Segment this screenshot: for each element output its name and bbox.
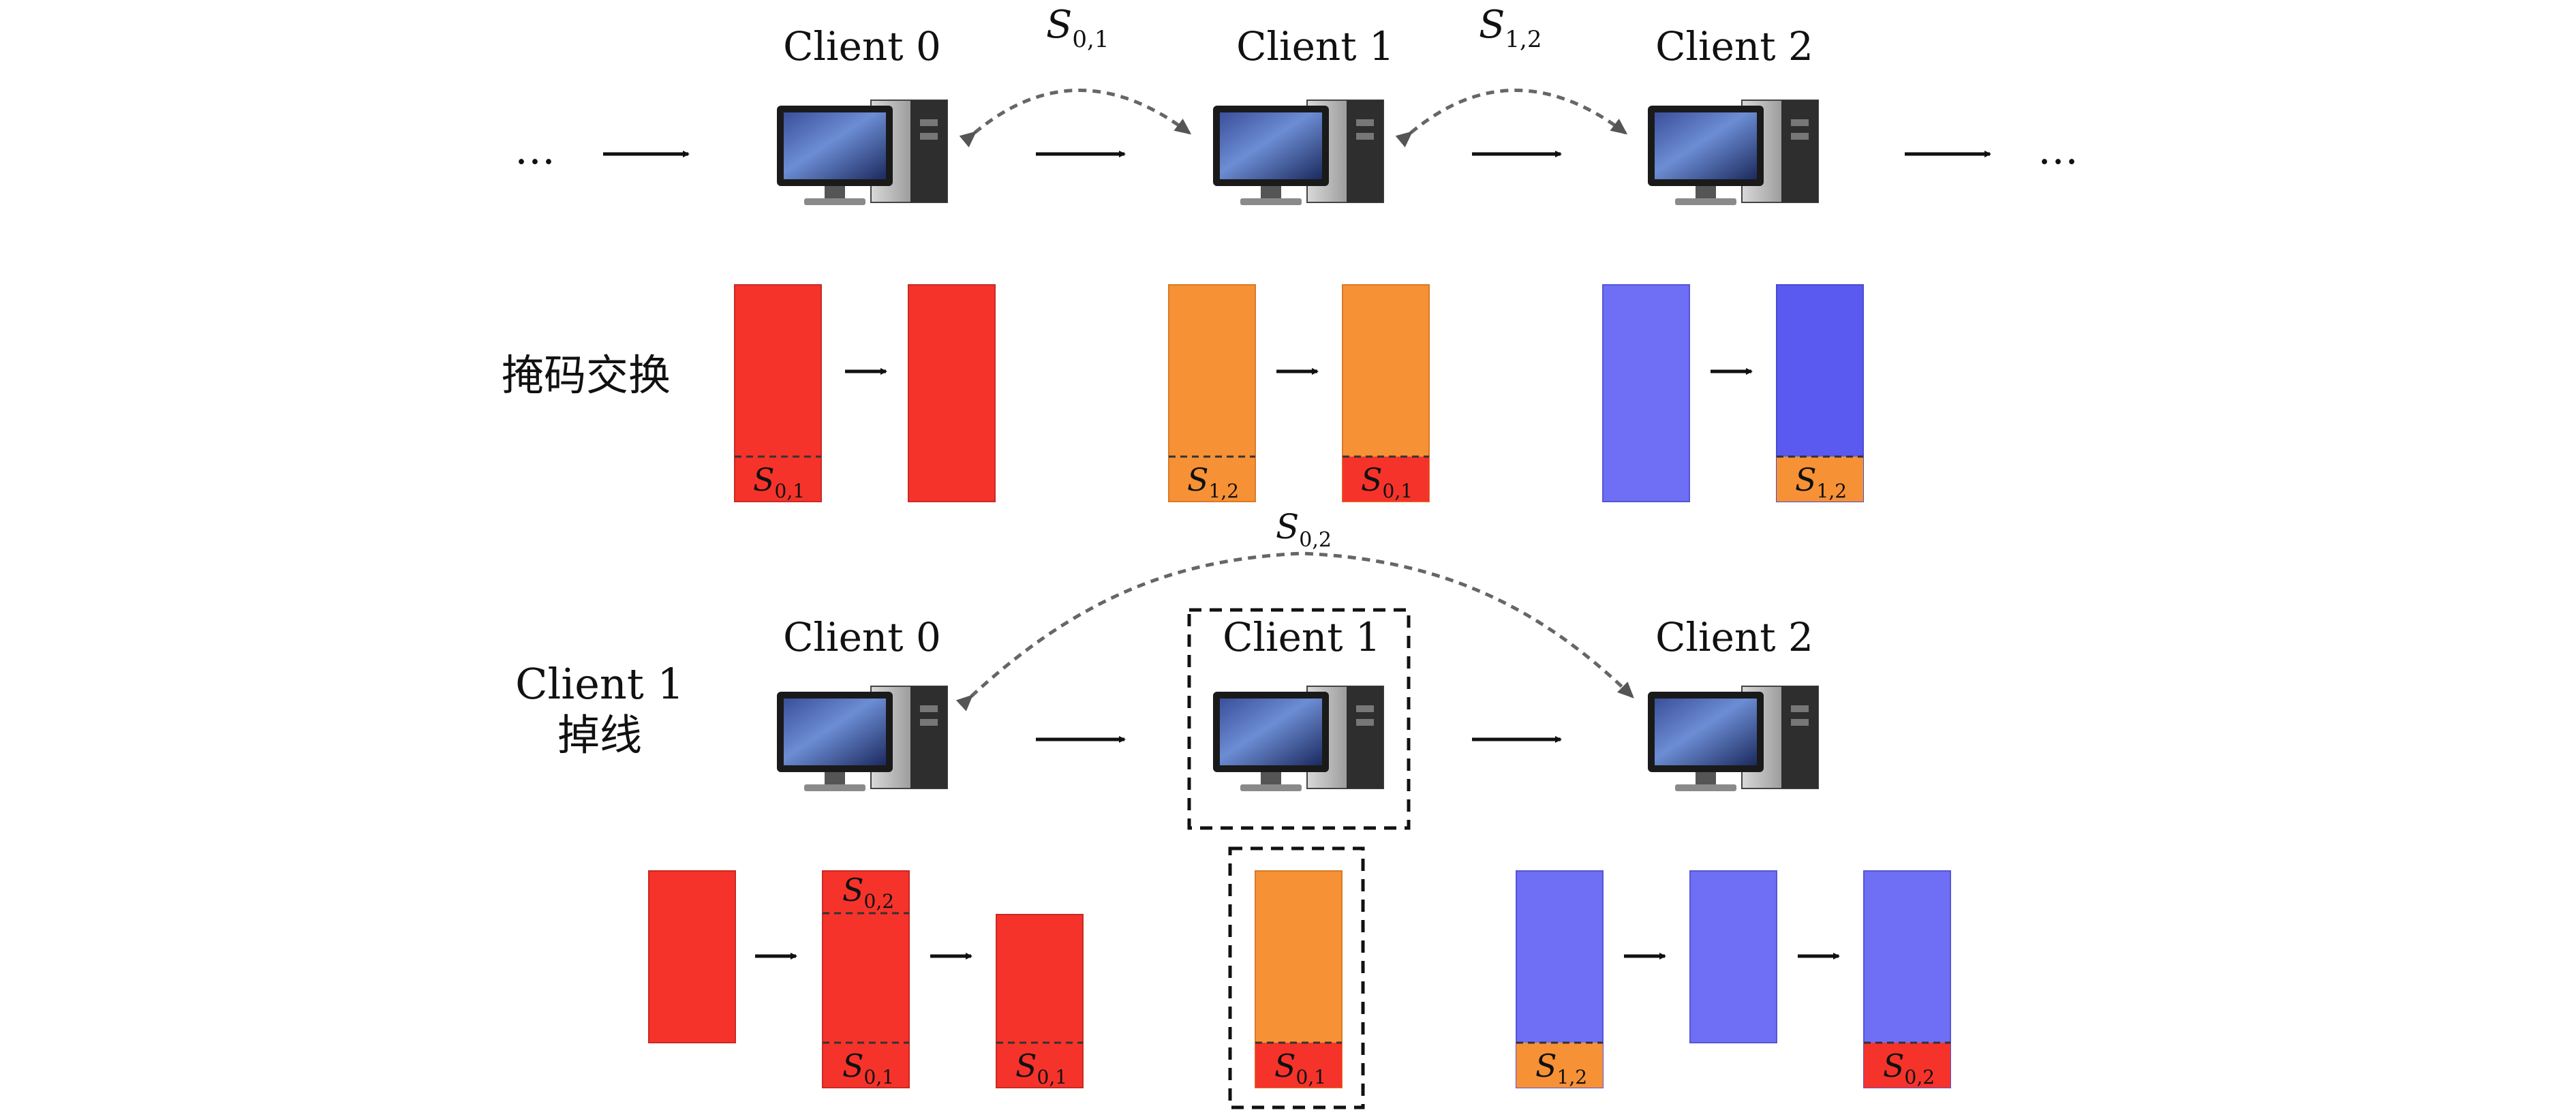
exchange-curve-1-2 [1395,89,1628,148]
segment-label: S0,2 [842,872,894,913]
mask-block [1689,870,1777,1043]
mask-segment [1777,457,1863,502]
dropout-label-line1: Client 1 [515,659,684,709]
client-1-computer-icon [1212,686,1384,792]
segment-label: S1,2 [1187,461,1239,502]
client-1-label: Client 1 [1223,614,1381,660]
mask-segment [1255,1043,1342,1088]
segment-label: S0,1 [842,1047,894,1088]
mask-block [908,284,996,502]
mask-block [996,914,1084,1088]
mask-block [822,870,910,1088]
segment-label: S0,1 [1274,1047,1326,1088]
dropout-label-line2: 掉线 [557,710,642,760]
client-2-computer-icon [1647,99,1819,206]
dropout-box [1187,608,1411,830]
mask-block [648,870,736,1043]
client-1-computer-icon [1212,99,1384,206]
mask-block [1168,284,1256,502]
mask-segment [1343,457,1429,502]
dropout-box [1228,846,1365,1109]
client-2-computer-icon [1647,686,1819,792]
ellipsis-right: … [2038,126,2079,174]
client-0-computer-icon [776,686,948,792]
ellipsis-left: … [515,126,555,174]
segment-label: S0,1 [1015,1047,1067,1088]
client-0-label: Client 0 [783,614,941,660]
exchange-label-0-1: S0,1 [1046,3,1109,53]
client-1-label: Client 1 [1236,23,1394,70]
exchange-curve-0-1 [959,89,1192,148]
client-0-computer-icon [776,99,948,206]
mask-block [734,284,822,502]
segment-label: S0,1 [753,461,805,502]
segment-label: S1,2 [1535,1047,1587,1088]
client-2-label: Client 2 [1655,614,1813,660]
exchange-label-0-2: S0,2 [1276,507,1332,552]
mask-exchange-label: 掩码交换 [502,350,671,400]
mask-segment [1516,1043,1603,1088]
exchange-label-1-2: S1,2 [1479,3,1542,53]
client-0-label: Client 0 [783,23,941,70]
segment-label: S1,2 [1795,461,1847,502]
segment-label: S0,2 [1883,1047,1935,1088]
mask-block [1602,284,1690,502]
client-2-label: Client 2 [1655,23,1813,70]
segment-label: S0,1 [1361,461,1413,502]
mask-segment [1864,1043,1950,1088]
